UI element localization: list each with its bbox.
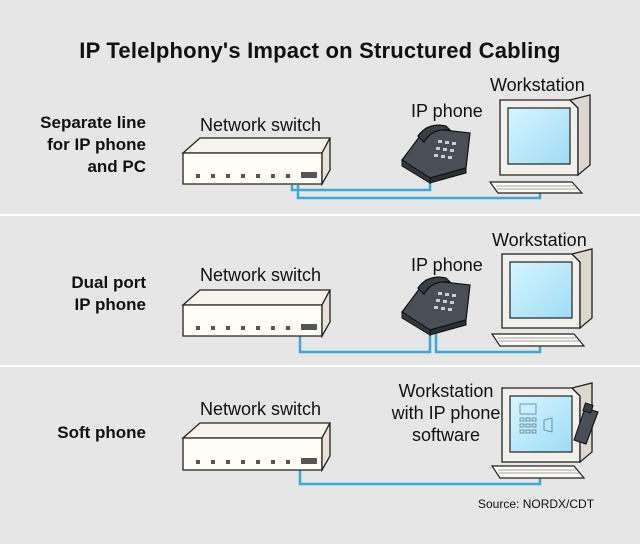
network-switch-icon bbox=[181, 422, 332, 473]
ip-phone-icon bbox=[401, 276, 471, 336]
softphone-keypad-icon bbox=[519, 403, 553, 434]
ip-phone-label: IP phone bbox=[411, 101, 483, 121]
network-switch-label: Network switch bbox=[200, 115, 322, 135]
source-credit: Source: NORDX/CDT bbox=[478, 497, 595, 511]
row-label-soft-phone: Soft phone bbox=[57, 423, 146, 442]
network-switch-icon bbox=[181, 137, 332, 187]
cable-switch-to-workstation bbox=[298, 470, 542, 486]
row-separator bbox=[0, 214, 640, 216]
ip-phone-icon bbox=[401, 124, 471, 184]
row-label-separate-line: Separate line for IP phone and PC bbox=[40, 113, 146, 176]
cable-phone-to-workstation bbox=[434, 330, 542, 354]
network-switch-icon bbox=[181, 289, 332, 339]
row-label-dual-port: Dual port IP phone bbox=[71, 273, 146, 314]
workstation-softphone-label: Workstation with IP phone software bbox=[391, 381, 501, 445]
ip-phone-label: IP phone bbox=[411, 255, 483, 275]
workstation-icon bbox=[490, 248, 593, 347]
cable-switch-to-workstation bbox=[296, 185, 542, 200]
diagram-title: IP Telelphony's Impact on Structured Cab… bbox=[79, 38, 561, 63]
workstation-softphone-icon bbox=[490, 382, 599, 479]
row-separator bbox=[0, 365, 640, 367]
workstation-label: Workstation bbox=[490, 75, 585, 95]
cable-switch-to-phone bbox=[298, 330, 432, 354]
headset-handset-icon bbox=[573, 402, 599, 445]
network-switch-label: Network switch bbox=[200, 399, 322, 419]
cable-switch-to-phone bbox=[290, 178, 432, 192]
workstation-icon bbox=[488, 94, 591, 194]
workstation-label: Workstation bbox=[492, 230, 587, 250]
network-switch-label: Network switch bbox=[200, 265, 322, 285]
